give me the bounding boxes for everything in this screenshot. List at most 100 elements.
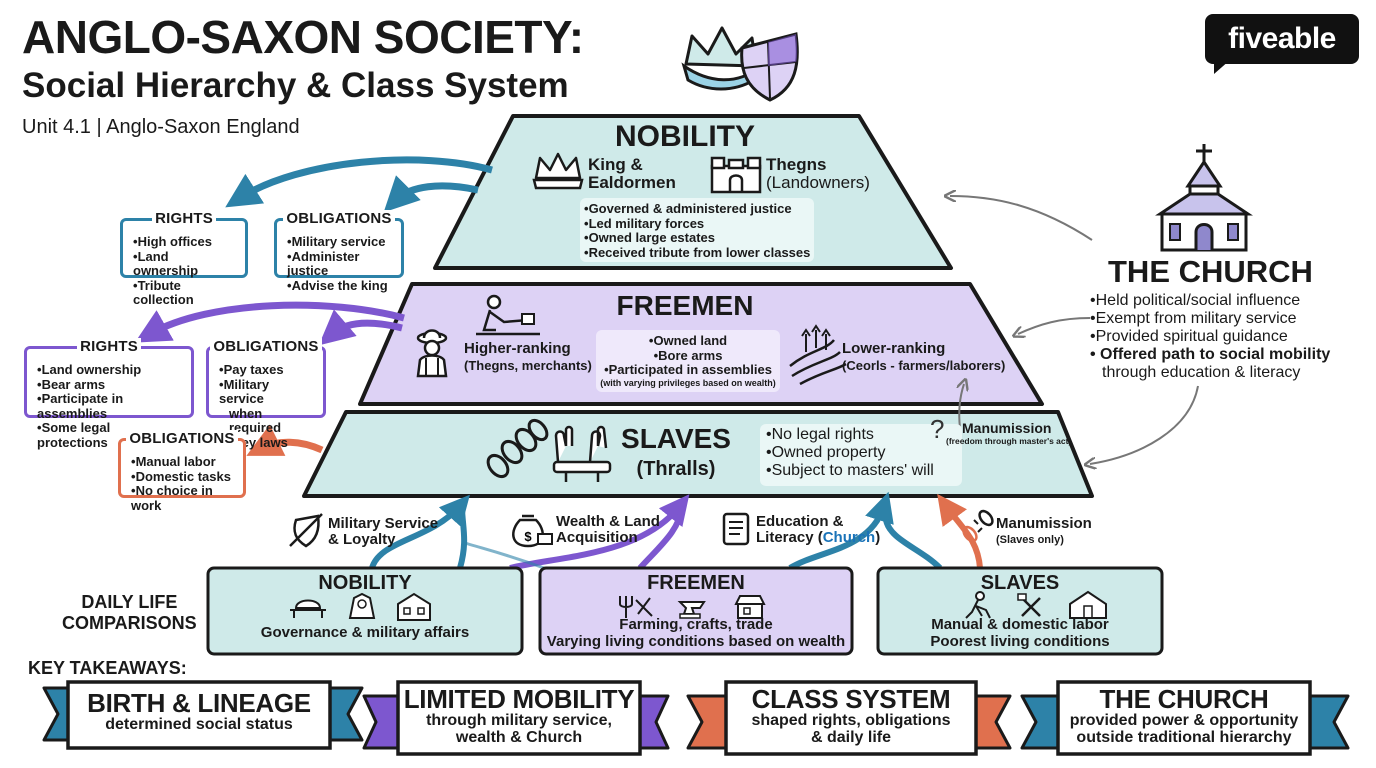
- slaves-obligation-item: No choice in work: [131, 483, 235, 513]
- market-stall-icon: [734, 595, 766, 619]
- tier-nobility-title: NOBILITY: [615, 120, 755, 153]
- arrow-nobility-rights: [225, 156, 493, 208]
- broken-chain-icon: [962, 509, 994, 543]
- nobility-rights-heading: RIGHTS: [152, 210, 216, 227]
- slaves-fact-item: Subject to masters' will: [766, 462, 962, 480]
- slaves-fact-item: Owned property: [766, 444, 962, 462]
- card-nobility-line: Governance & military affairs: [260, 624, 470, 641]
- nobility-right-item: High offices: [133, 234, 237, 250]
- nobility-duty-item: Owned large estates: [584, 230, 814, 246]
- freemen-obligations-box: OBLIGATIONS Pay taxesMilitary servicewhe…: [206, 338, 326, 449]
- slaves-facts-box: No legal rightsOwned propertySubject to …: [760, 424, 962, 486]
- freemen-rights-list: Land ownershipBear armsParticipate in as…: [37, 362, 183, 450]
- crown-icon-small: [532, 152, 584, 190]
- church-item: Exempt from military service: [1090, 310, 1300, 328]
- path-education-label: Education & Literacy (Church): [756, 513, 881, 546]
- nobility-duties-list: Governed & administered justiceLed milit…: [580, 198, 814, 260]
- banner-1-shape: [42, 680, 364, 750]
- nobility-duty-item: Led military forces: [584, 216, 814, 232]
- freemen-center-item: Owned land: [596, 333, 780, 349]
- feast-icon: [290, 599, 326, 618]
- banner-3-shape: [686, 680, 1012, 756]
- freemen-center-box: Owned landBore armsParticipated in assem…: [596, 330, 780, 392]
- banner-2-shape: [362, 680, 670, 756]
- nobility-rights-list: High officesLand ownershipTribute collec…: [133, 234, 237, 308]
- nobility-obligation-item: Military service: [287, 234, 393, 250]
- arrow-military-mobility-2: [457, 505, 468, 569]
- freemen-right-item: Bear arms: [37, 377, 183, 393]
- scroll-icon: [722, 512, 750, 546]
- slaves-manumission-label: Manumission (freedom through master's ac…: [946, 420, 1072, 446]
- freemen-right-item: Some legal protections: [37, 420, 183, 450]
- freemen-obligation-item: when required: [229, 405, 282, 435]
- shield-icon: [740, 32, 799, 102]
- freemen-center-note: (with varying privileges based on wealth…: [600, 377, 776, 388]
- nobility-duties-box: Governed & administered justiceLed milit…: [580, 198, 814, 262]
- tools-icon: [619, 596, 653, 618]
- nobility-thegns-label: Thegns (Landowners): [766, 155, 870, 192]
- page-title: ANGLO-SAXON SOCIETY:: [22, 11, 584, 63]
- path-military-label: Military Service & Loyalty: [328, 515, 439, 548]
- svg-text:$: $: [524, 529, 532, 544]
- nobility-obligation-item: Advise the king: [287, 278, 393, 294]
- daily-life-label: DAILY LIFE COMPARISONS: [62, 592, 197, 633]
- unit-label: Unit 4.1 | Anglo-Saxon England: [22, 116, 300, 138]
- takeaway-limited-mobility: LIMITED MOBILITY through military servic…: [403, 684, 635, 746]
- arrow-wealth-mobility-2: [637, 505, 685, 571]
- church-title: THE CHURCH: [1108, 254, 1313, 289]
- nobility-duty-item: Received tribute from lower classes: [584, 245, 814, 261]
- arrow-education-mobility: [788, 491, 894, 571]
- card-nobility: NOBILITY Governance & military affairs: [208, 568, 522, 654]
- fields-icon: [789, 324, 847, 386]
- robe-icon: [348, 592, 376, 619]
- card-slaves: SLAVES Manual & domestic labor Poorest l…: [878, 568, 1162, 654]
- freemen-rights-heading: RIGHTS: [77, 338, 141, 355]
- arrow-church-slaves: [1090, 385, 1199, 464]
- slaves-facts-list: No legal rightsOwned propertySubject to …: [760, 424, 962, 480]
- freemen-lower-label: Lower-ranking (Ceorls - farmers/laborers…: [842, 340, 1006, 373]
- arrow-nobility-obligations: [383, 175, 479, 213]
- slaves-obligation-item: Domestic tasks: [131, 469, 235, 485]
- arrow-freemen-obligations: [318, 309, 403, 346]
- question-mark-icon: ?: [930, 414, 945, 444]
- hammer-wrench-icon: [1017, 593, 1041, 617]
- banner-4-shape: [1020, 680, 1350, 756]
- arrow-freemen-rights: [134, 301, 405, 343]
- card-slaves-shape: [876, 566, 1164, 656]
- arrow-education-mobility-2: [883, 519, 943, 571]
- path-wealth-label: Wealth & Land Acquisition: [556, 513, 660, 546]
- slaves-obligations-box: OBLIGATIONS Manual laborDomestic tasksNo…: [118, 430, 246, 512]
- page-subtitle: Social Hierarchy & Class System: [22, 66, 569, 105]
- house-icon: [397, 592, 431, 621]
- church-list: Held political/social influenceExempt fr…: [1090, 292, 1301, 346]
- freemen-center-item: Participated in assemblies: [596, 362, 780, 378]
- nobility-duty-item: Governed & administered justice: [584, 201, 814, 217]
- nobility-obligations-heading: OBLIGATIONS: [283, 210, 395, 227]
- worker-icon: [965, 591, 991, 619]
- church-item: Held political/social influence: [1090, 292, 1301, 310]
- freemen-obligation-item: Military service: [219, 377, 315, 407]
- card-slaves-title: SLAVES: [980, 572, 1060, 594]
- nobility-rights-box: RIGHTS High officesLand ownershipTribute…: [120, 210, 248, 307]
- tier-nobility-shape: [433, 114, 953, 270]
- takeaway-birth-lineage: BIRTH & LINEAGE determined social status: [87, 688, 311, 733]
- freemen-right-item: Land ownership: [37, 362, 183, 378]
- fiveable-logo[interactable]: fiveable: [1205, 14, 1359, 64]
- church-mobility-item: • Offered path to social mobility throug…: [1090, 346, 1331, 381]
- freemen-obligation-item: Pay taxes: [219, 362, 315, 378]
- freemen-rights-box: RIGHTS Land ownershipBear armsParticipat…: [24, 338, 194, 449]
- logo-tail: [1214, 60, 1230, 74]
- church-item: Provided spiritual guidance: [1090, 328, 1300, 346]
- card-nobility-title: NOBILITY: [318, 572, 412, 594]
- farmer-icon: [416, 329, 448, 378]
- arrow-freemen-to-nobility: [461, 540, 545, 570]
- arrow-church-freemen: [1018, 317, 1091, 334]
- nobility-right-item: Tribute collection: [133, 278, 237, 308]
- freemen-center-item: Bore arms: [596, 348, 780, 364]
- slaves-obligations-list: Manual laborDomestic tasksNo choice in w…: [131, 454, 235, 513]
- chain-icon: [486, 418, 549, 479]
- nobility-obligations-list: Military serviceAdminister justiceAdvise…: [287, 234, 393, 294]
- freemen-obligations-heading: OBLIGATIONS: [210, 338, 322, 355]
- tier-slaves-title: SLAVES: [621, 423, 731, 454]
